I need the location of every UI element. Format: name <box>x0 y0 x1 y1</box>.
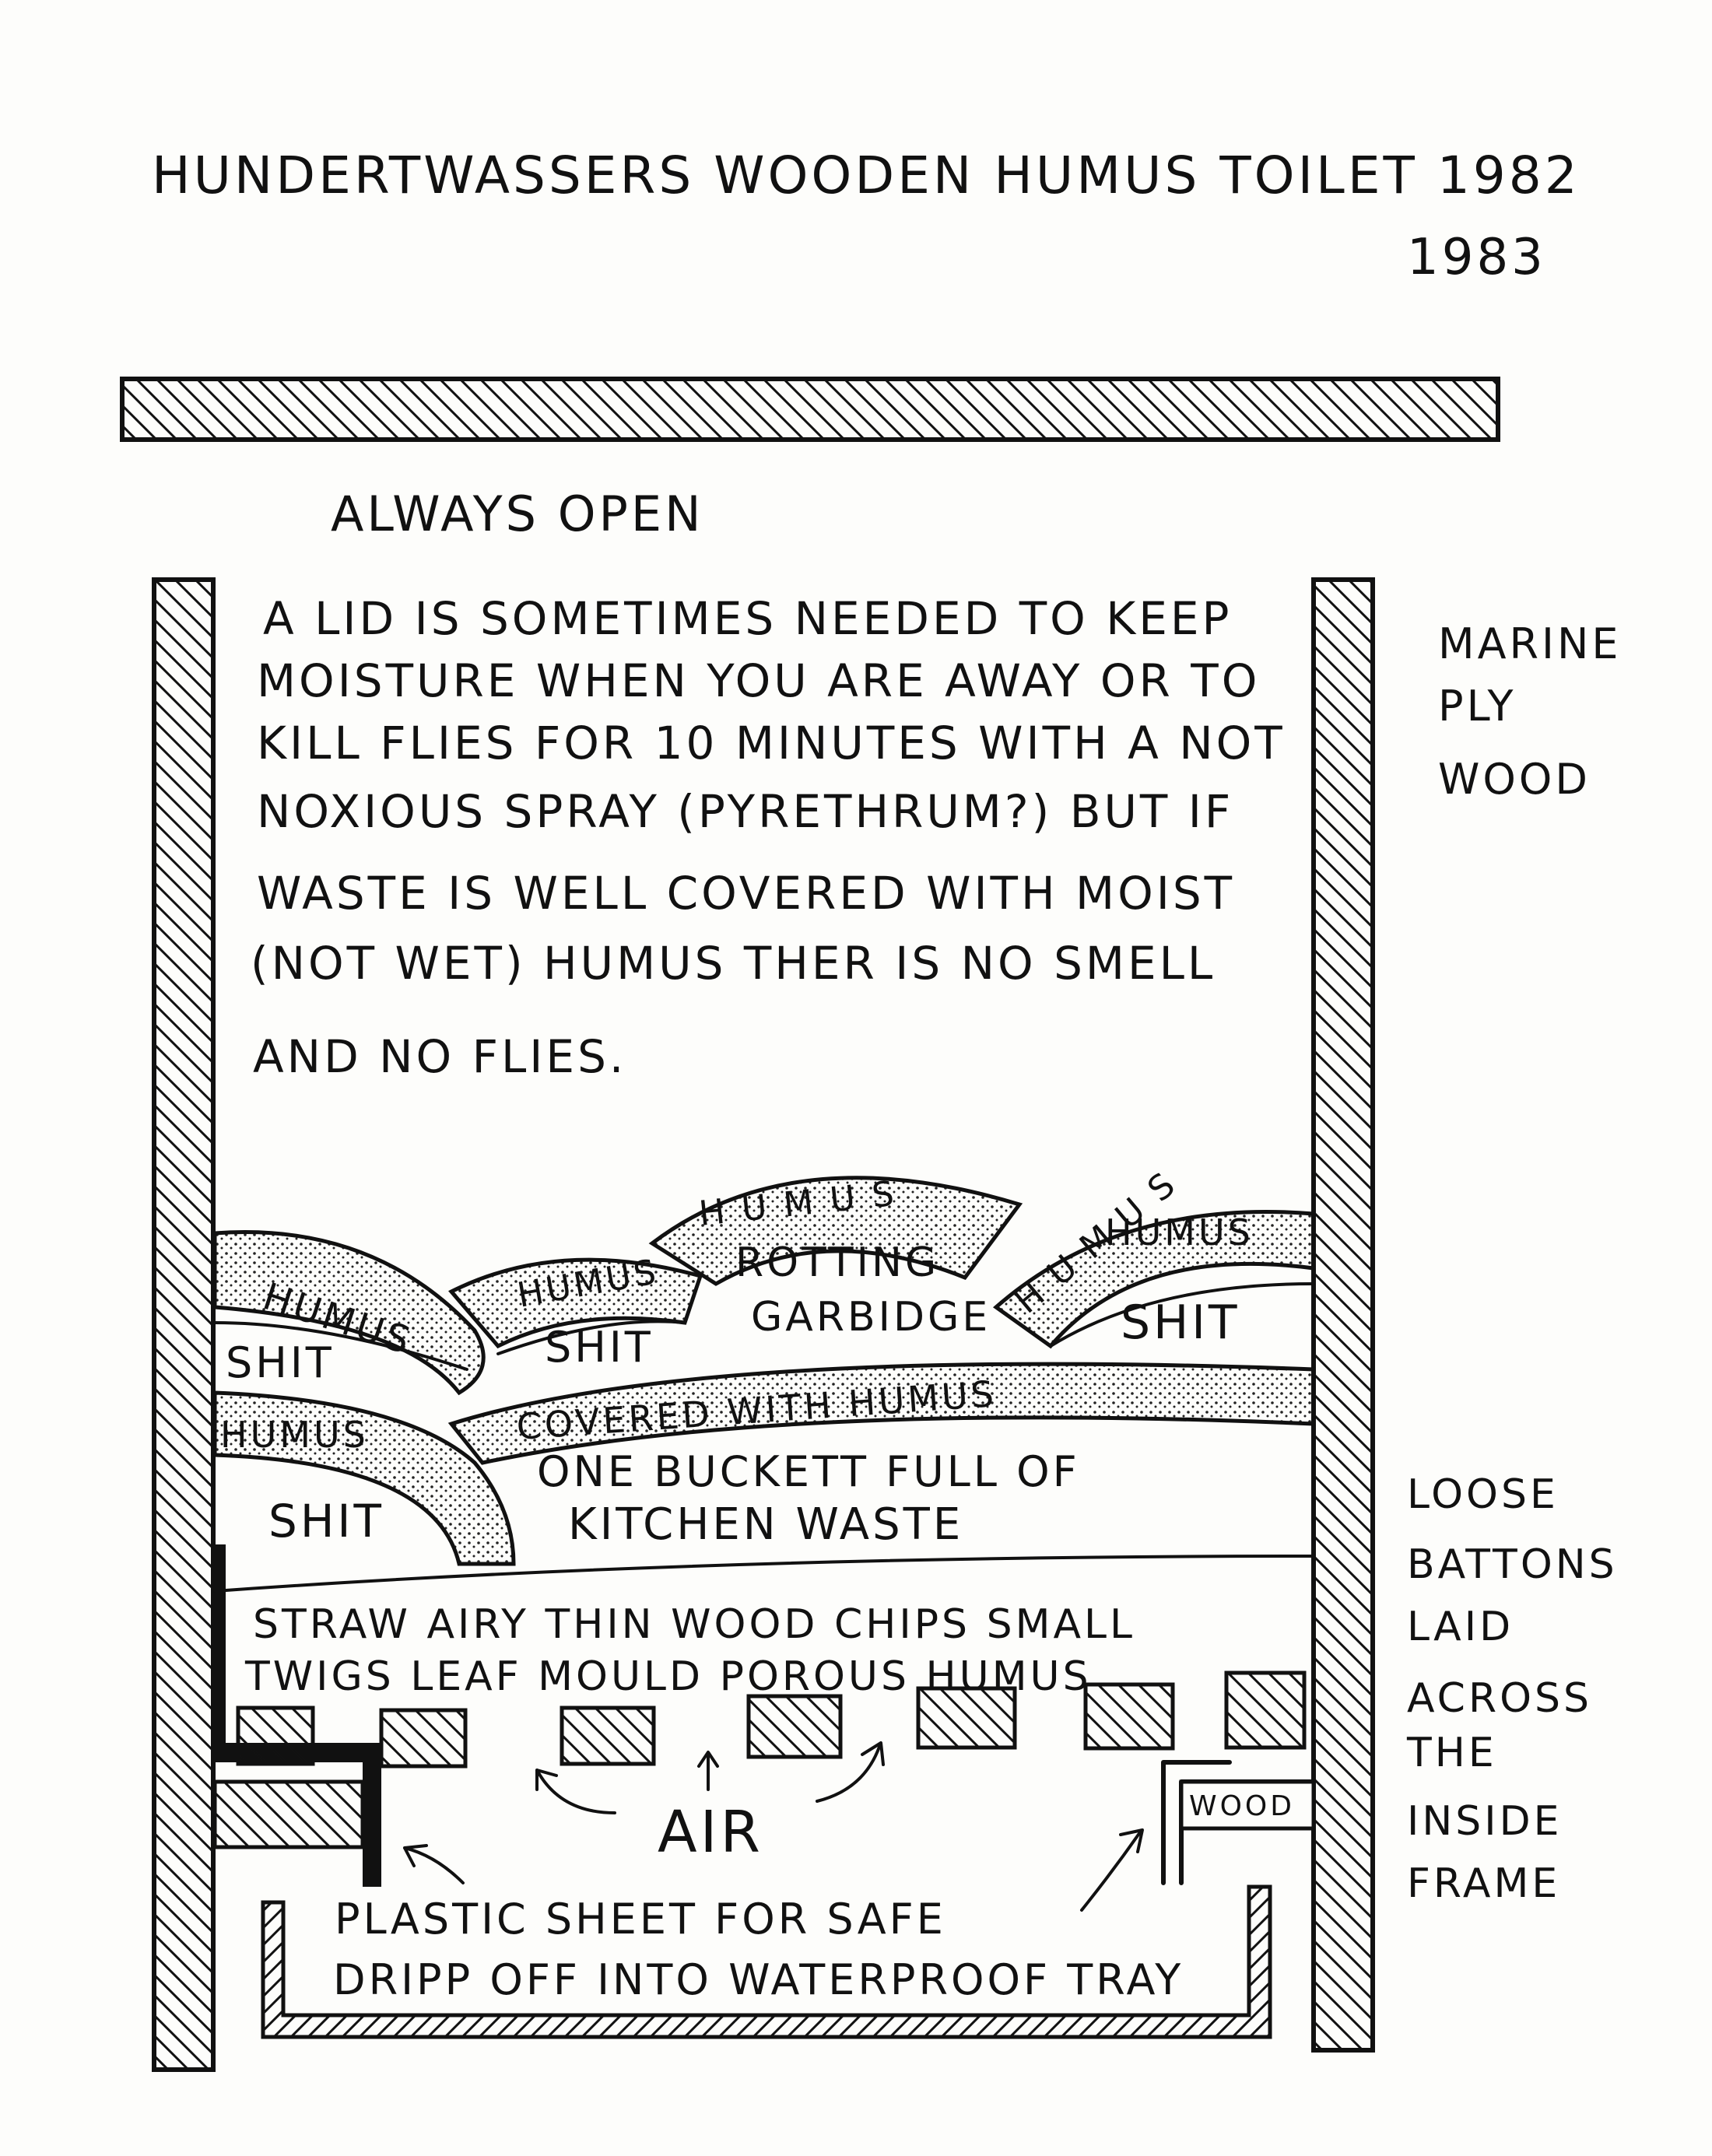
note-line: (NOT WET) HUMUS THER IS NO SMELL <box>251 937 1216 990</box>
arrow-icon <box>535 1769 616 1814</box>
humus-band <box>447 1362 1316 1465</box>
tray-label: DRIPP OFF INTO WATERPROOF TRAY <box>333 1955 1184 2004</box>
humus-label: HUMUS <box>1105 1211 1254 1253</box>
humus-mound <box>992 1210 1316 1349</box>
note-line: A LID IS SOMETIMES NEEDED TO KEEP <box>263 592 1233 645</box>
batten <box>1224 1670 1307 1750</box>
arrow-icon <box>1080 1828 1144 1912</box>
base-label: STRAW AIRY THIN WOOD CHIPS SMALL <box>253 1601 1135 1648</box>
note-line: KILL FLIES FOR 10 MINUTES WITH A NOT <box>257 717 1286 769</box>
wood-block <box>1179 1779 1316 1831</box>
wood-label: WOOD <box>1189 1790 1295 1822</box>
rotting-label: GARBIDGE <box>751 1294 991 1341</box>
battens-label-line: BATTONS <box>1407 1541 1618 1588</box>
note-line: AND NO FLIES. <box>253 1030 626 1083</box>
arrow-icon <box>697 1751 719 1791</box>
lid-board <box>120 377 1500 442</box>
layer-line <box>213 1321 468 1371</box>
shit-label: SHIT <box>545 1323 654 1372</box>
battens-label-line: LOOSE <box>1407 1471 1559 1518</box>
rotting-label: ROTTING <box>735 1239 939 1286</box>
shit-label: SHIT <box>268 1495 384 1548</box>
layer-line <box>496 1320 686 1355</box>
battens <box>236 1670 1307 1769</box>
wall-material-label: MARINE PLY WOOD <box>1438 619 1622 804</box>
shit-label: SHIT <box>1121 1295 1240 1350</box>
battens-label: LOOSE BATTONS LAID ACROSS THE INSIDE FRA… <box>1406 1471 1618 1907</box>
plastic-sheet <box>215 1544 381 1887</box>
air-label: AIR <box>658 1799 763 1866</box>
humus-band <box>212 1390 516 1566</box>
batten <box>746 1694 843 1759</box>
note-line: MOISTURE WHEN YOU ARE AWAY OR TO <box>257 654 1260 707</box>
note-line: WASTE IS WELL COVERED WITH MOIST <box>257 867 1235 920</box>
right-support <box>1161 1760 1232 1885</box>
wall-label-line: MARINE <box>1438 619 1622 668</box>
bucket-label: KITCHEN WASTE <box>568 1499 963 1550</box>
layer-line <box>213 1555 1315 1593</box>
support-block <box>212 1779 365 1849</box>
battens-label-line: ACROSS <box>1407 1675 1592 1722</box>
shit-label: SHIT <box>226 1338 335 1387</box>
waterproof-tray <box>261 1884 1272 2039</box>
wall-label-line: PLY <box>1438 682 1516 731</box>
diagram-title: HUNDERTWASSERS WOODEN HUMUS TOILET 1982 <box>152 145 1580 205</box>
batten <box>916 1686 1017 1750</box>
lid-label: ALWAYS OPEN <box>331 486 703 542</box>
humus-mound <box>648 1176 1023 1286</box>
humus-mound <box>448 1257 703 1349</box>
lid-note: A LID IS SOMETIMES NEEDED TO KEEP MOISTU… <box>251 592 1286 1083</box>
batten <box>1083 1682 1175 1751</box>
arrow-icon <box>403 1844 465 1884</box>
tray-label: PLASTIC SHEET FOR SAFE <box>335 1895 946 1944</box>
air-arrows <box>403 1741 1144 1912</box>
batten <box>379 1708 468 1769</box>
bucket-label: ONE BUCKETT FULL OF <box>537 1447 1080 1496</box>
diagram-title-year: 1983 <box>1407 229 1546 286</box>
humus-label: HUMUS <box>220 1414 369 1456</box>
right-wall <box>1311 577 1375 2053</box>
note-line: NOXIOUS SPRAY (PYRETHRUM?) BUT IF <box>257 785 1233 838</box>
wall-label-line: WOOD <box>1438 755 1591 804</box>
arrow-icon <box>816 1741 885 1803</box>
battens-label-line: FRAME <box>1407 1860 1560 1907</box>
layer-line <box>1049 1282 1315 1348</box>
battens-label-line: THE <box>1406 1730 1497 1776</box>
batten <box>560 1706 656 1766</box>
left-wall <box>152 577 216 2072</box>
battens-label-line: INSIDE <box>1407 1798 1562 1845</box>
batten <box>236 1706 315 1766</box>
battens-label-line: LAID <box>1407 1604 1514 1650</box>
